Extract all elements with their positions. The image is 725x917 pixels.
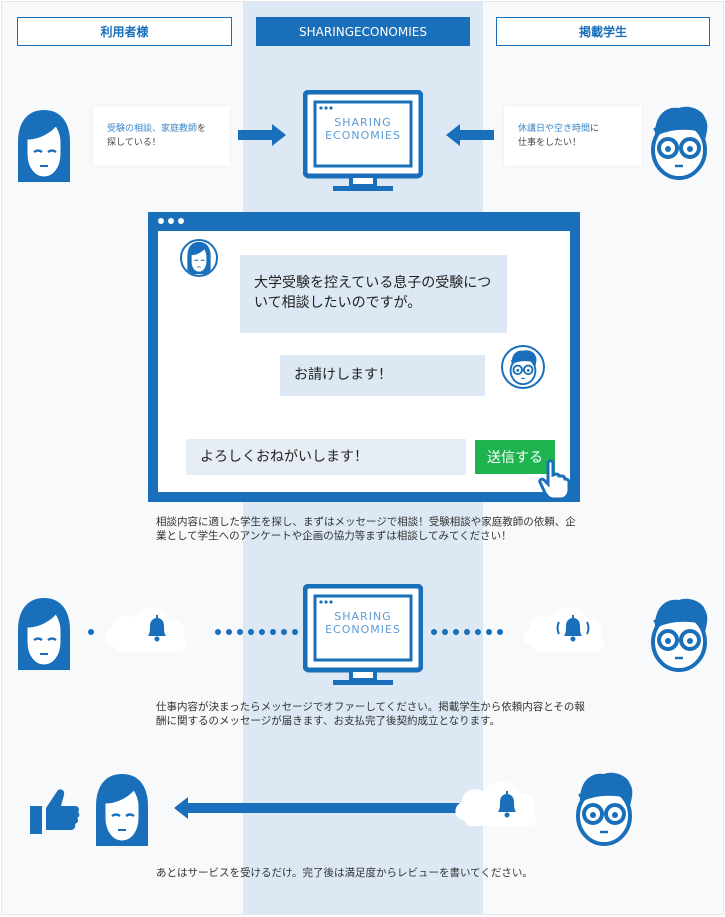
student-avatar bbox=[501, 345, 545, 389]
student-man-icon bbox=[572, 770, 638, 854]
user-bubble-line2: 探している！ bbox=[107, 138, 161, 148]
user-bubble-highlight: 受験の相談、家庭教師 bbox=[107, 124, 198, 134]
notification-cloud bbox=[523, 607, 605, 652]
logo-line1: SHARING bbox=[334, 116, 392, 129]
window-dot bbox=[158, 218, 164, 224]
dotted-line bbox=[215, 629, 298, 635]
user-speech-bubble: 受験の相談、家庭教師を 探している！ bbox=[93, 106, 230, 166]
notification-cloud bbox=[455, 781, 537, 826]
dotted-line bbox=[88, 629, 94, 635]
logo-line1: SHARING bbox=[334, 610, 392, 623]
step1-description: 相談内容に適した学生を探し、まずはメッセージで相談！受験相談や家庭教師の依頼、企… bbox=[156, 516, 576, 542]
header-center: SHARINGECONOMIES bbox=[256, 17, 470, 46]
hand-pointer-icon bbox=[538, 459, 571, 499]
student-message: お請けします！ bbox=[280, 355, 485, 396]
chat-window: 大学受験を控えている息子の受験について相談したいのですが。 お請けします！ よろ… bbox=[148, 212, 580, 502]
student-man-icon bbox=[647, 596, 711, 676]
student-speech-bubble: 休講日や空き時間に 仕事をしたい！ bbox=[504, 106, 642, 166]
user-avatar bbox=[180, 239, 218, 277]
dotted-line bbox=[431, 629, 503, 635]
window-dot bbox=[178, 218, 184, 224]
send-button[interactable]: 送信する bbox=[475, 440, 555, 474]
student-bubble-line2: 仕事をしたい！ bbox=[518, 138, 582, 148]
arrow-right-icon bbox=[238, 124, 286, 146]
thumbs-up-icon bbox=[30, 789, 80, 834]
user-message: 大学受験を控えている息子の受験について相談したいのですが。 bbox=[240, 255, 507, 333]
arrow-left-long-icon bbox=[174, 797, 462, 819]
header-users: 利用者様 bbox=[17, 17, 232, 46]
bell-ringing-icon bbox=[556, 615, 590, 642]
user-woman-icon bbox=[16, 596, 72, 672]
student-bubble-highlight: 休講日や空き時間 bbox=[518, 124, 591, 134]
student-man-icon bbox=[647, 104, 711, 184]
chat-body: 大学受験を控えている息子の受験について相談したいのですが。 お請けします！ よろ… bbox=[158, 231, 571, 499]
notification-cloud bbox=[105, 607, 187, 652]
message-input[interactable]: よろしくおねがいします！ bbox=[186, 439, 466, 475]
student-bubble-rest: に bbox=[590, 124, 600, 134]
user-woman-icon bbox=[94, 772, 150, 848]
user-woman-icon bbox=[16, 108, 72, 184]
arrow-left-icon bbox=[446, 124, 494, 146]
step2-description: 仕事内容が決まったらメッセージでオファーしてください。掲載学生から依頼内容とその… bbox=[156, 701, 585, 727]
header-students: 掲載学生 bbox=[496, 17, 710, 46]
logo-line2: ECONOMIES bbox=[325, 129, 401, 142]
window-dot bbox=[168, 218, 174, 224]
user-bubble-rest: を bbox=[197, 124, 207, 134]
logo-line2: ECONOMIES bbox=[325, 623, 401, 636]
step3-description: あとはサービスを受けるだけ。完了後は満足度からレビューを書いてください。 bbox=[156, 867, 533, 879]
